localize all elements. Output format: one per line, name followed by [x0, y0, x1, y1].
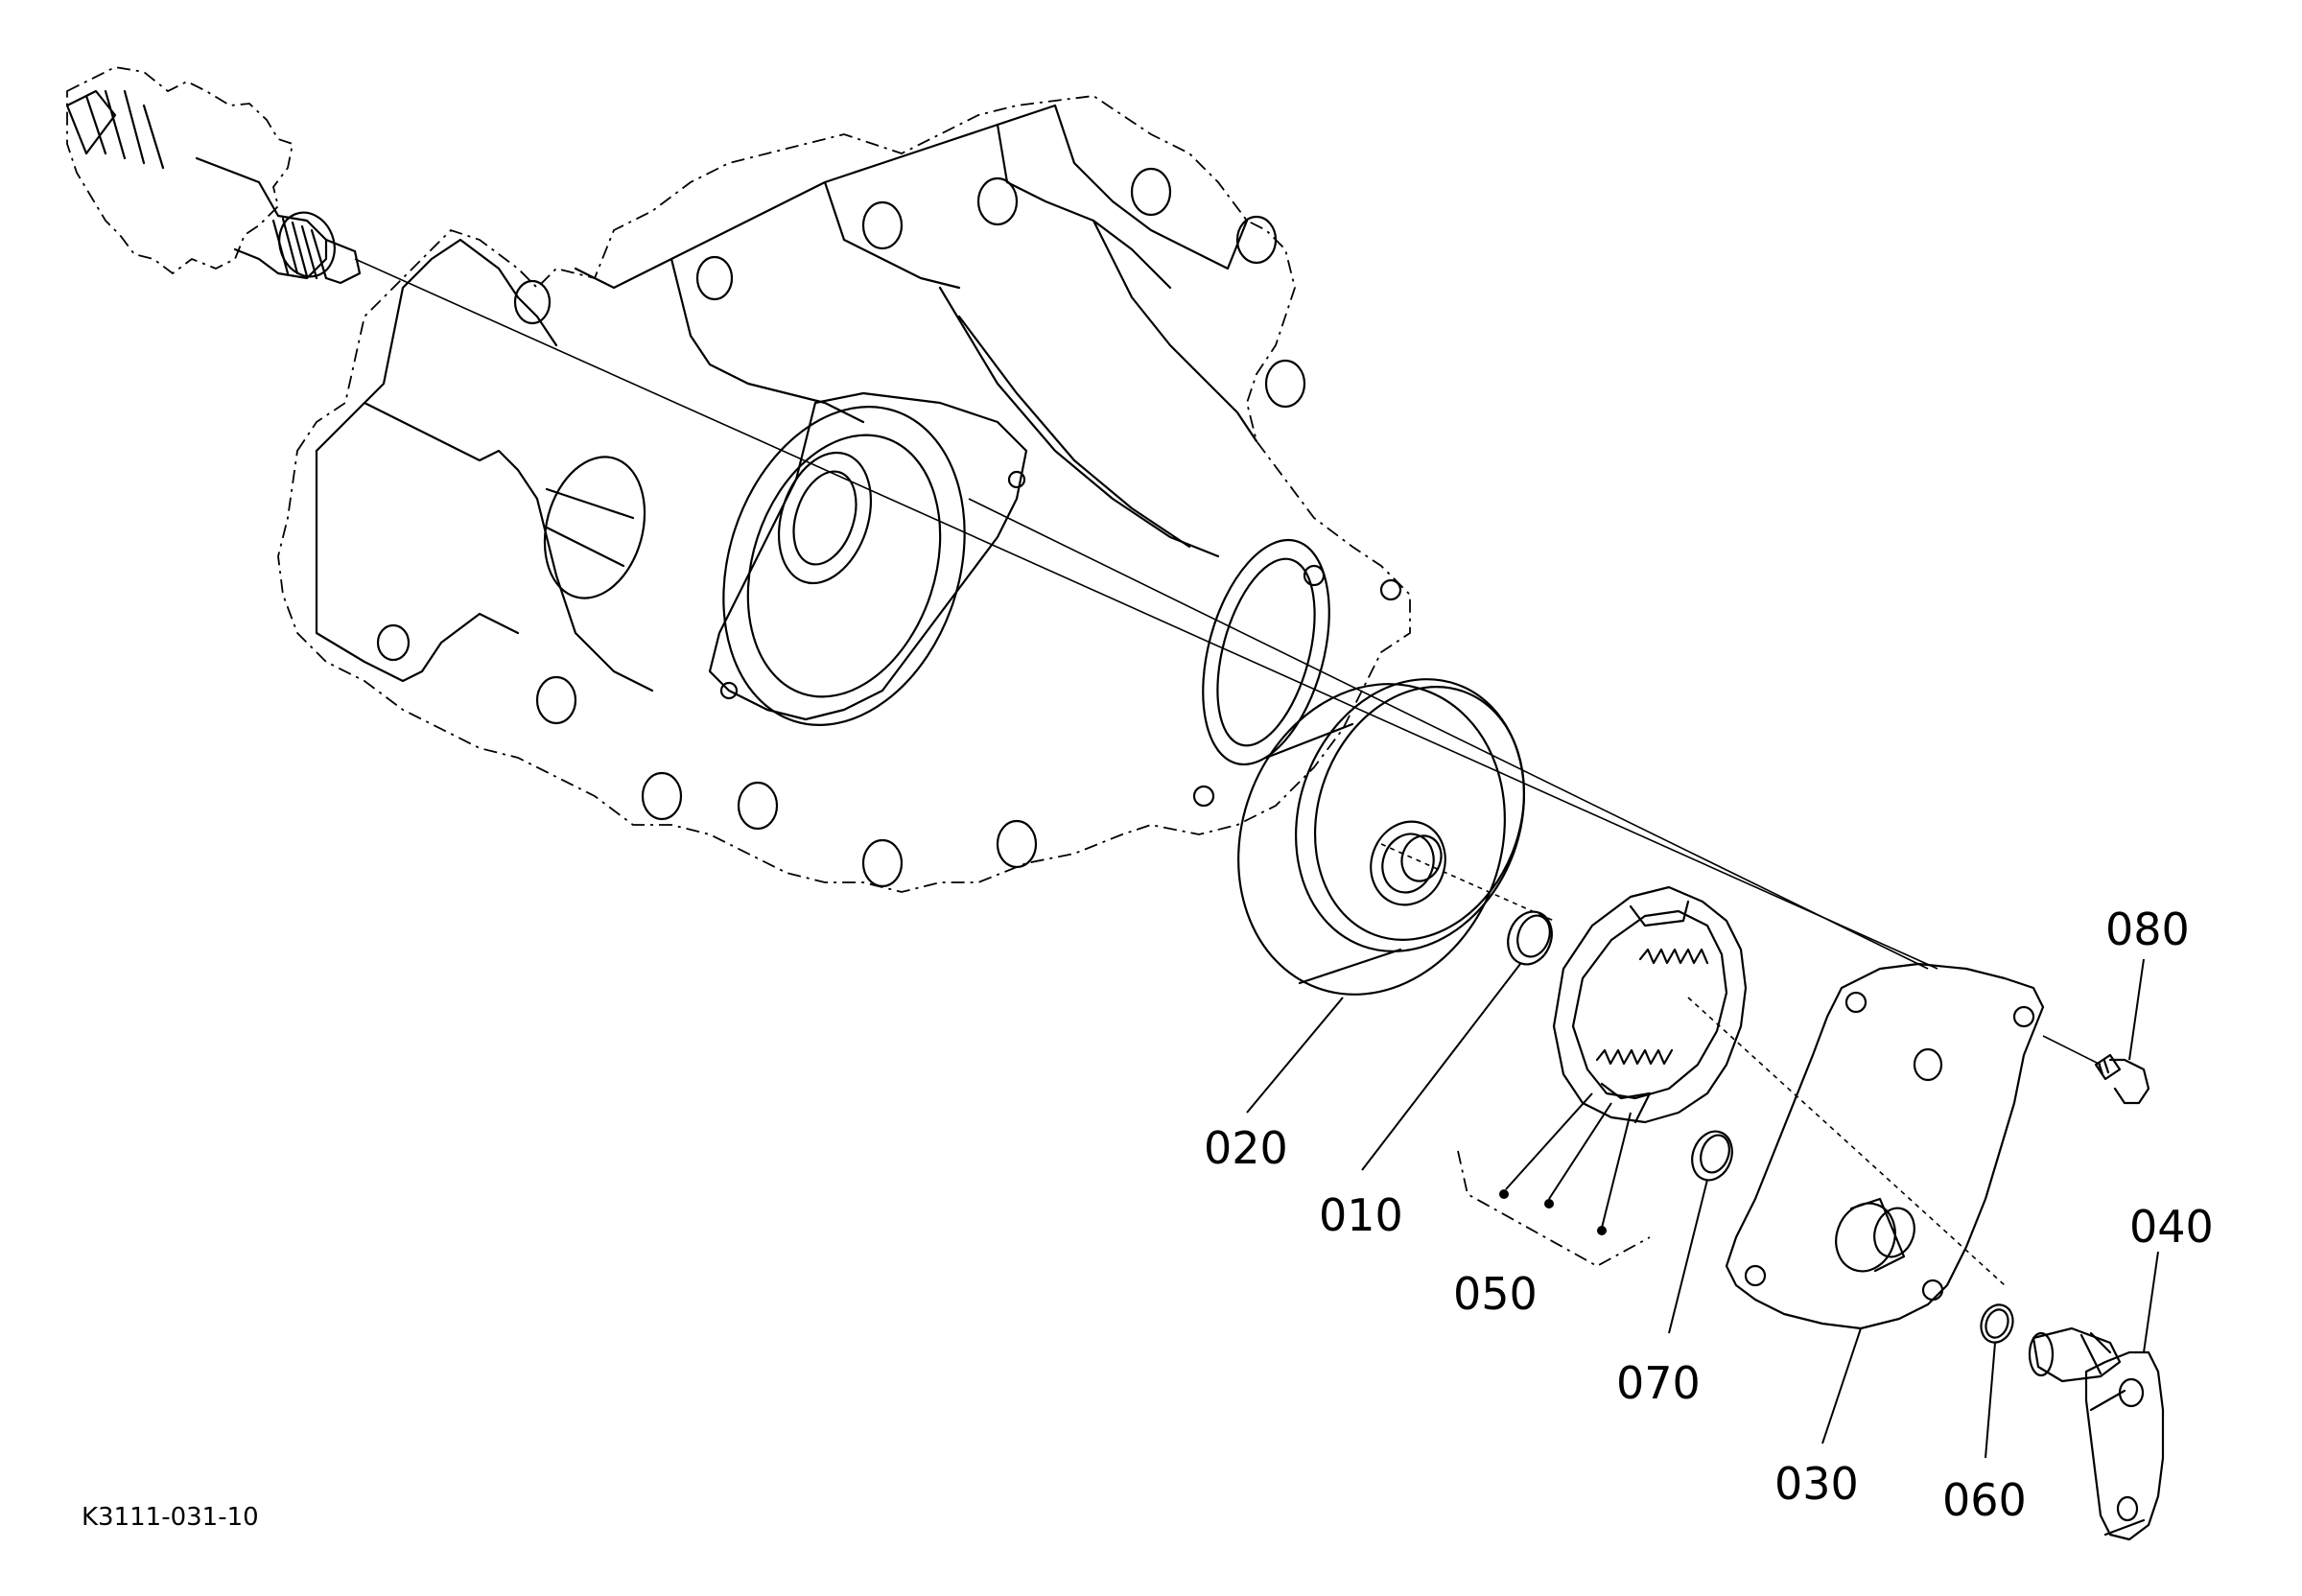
leader-010	[1361, 963, 1521, 1171]
label-020: 020	[1204, 1122, 1288, 1174]
label-050: 050	[1453, 1268, 1538, 1320]
assembly-axis-lines	[354, 258, 2102, 1286]
label-070: 070	[1616, 1357, 1701, 1409]
part-030-cover-plate	[1725, 962, 2045, 1330]
label-060: 060	[1942, 1474, 2027, 1526]
part-020-brake-drum	[1237, 678, 1526, 996]
label-040: 040	[2129, 1201, 2214, 1253]
part-050-brake-shoe-kit	[1457, 1092, 1651, 1268]
leader-040	[2143, 1251, 2159, 1353]
leader-lines	[1246, 958, 2159, 1459]
leader-020	[1246, 997, 1344, 1114]
part-060-o-ring	[1980, 1303, 2014, 1344]
leader-070	[1668, 1179, 1708, 1334]
part-070-snap-ring	[1691, 1130, 1733, 1182]
leader-060	[1985, 1342, 1996, 1459]
label-010: 010	[1319, 1189, 1403, 1241]
label-030: 030	[1774, 1458, 1859, 1510]
label-080: 080	[2105, 904, 2190, 955]
leader-030	[1821, 1327, 1862, 1444]
drawing-reference: K3111-031-10	[82, 1503, 259, 1532]
leader-080	[2128, 958, 2145, 1061]
part-040-brake-lever	[2028, 1326, 2165, 1541]
part-080-bolt	[2094, 1053, 2150, 1105]
brake-shoe-assembly	[1552, 885, 1748, 1124]
part-labels: 080 020 010 040 050 070 030 060	[1204, 904, 2214, 1526]
transmission-housing	[277, 95, 1411, 893]
shaft-gear	[65, 66, 362, 285]
part-010-snap-ring	[1507, 910, 1553, 966]
